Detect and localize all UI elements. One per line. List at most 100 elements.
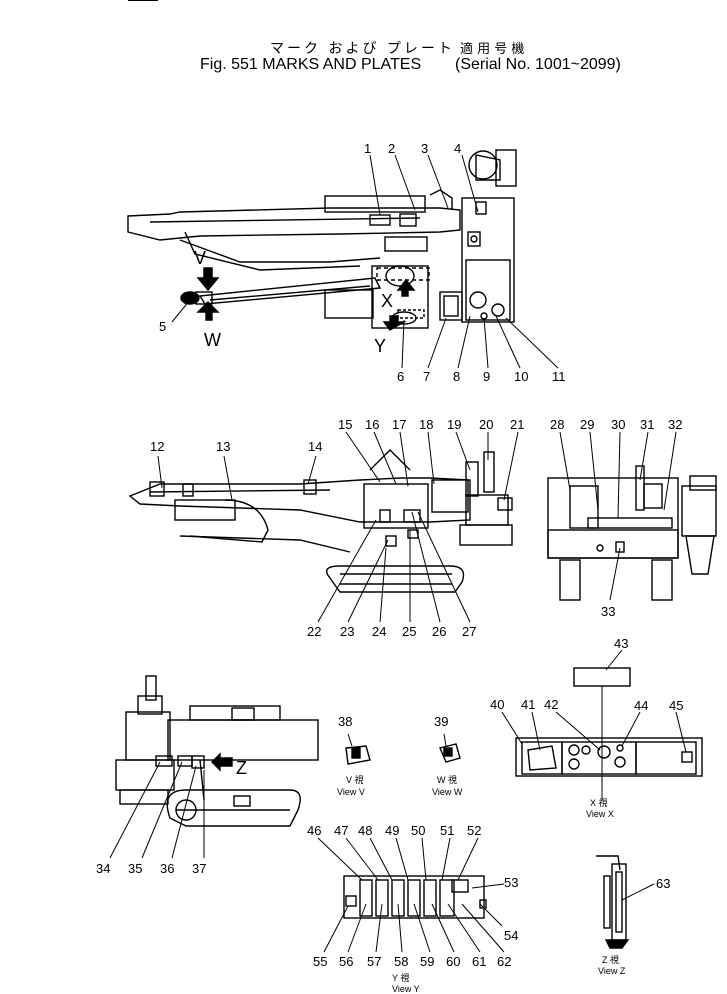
callout-33: 33 bbox=[601, 604, 615, 619]
figure-title: Fig. 551 MARKS AND PLATES bbox=[200, 56, 422, 73]
callout-51: 51 bbox=[440, 823, 454, 838]
callout-34: 34 bbox=[96, 861, 110, 876]
callout-22: 22 bbox=[307, 624, 321, 639]
callout-35: 35 bbox=[128, 861, 142, 876]
callout-50: 50 bbox=[411, 823, 425, 838]
callout-16: 16 bbox=[365, 417, 379, 432]
callout-7: 7 bbox=[423, 369, 430, 384]
callout-26: 26 bbox=[432, 624, 446, 639]
callout-5: 5 bbox=[159, 319, 166, 334]
callout-45: 45 bbox=[669, 698, 683, 713]
callout-44: 44 bbox=[634, 698, 648, 713]
callout-24: 24 bbox=[372, 624, 386, 639]
view-x-jp: X 視 bbox=[590, 797, 608, 808]
machine-front-view bbox=[115, 675, 319, 827]
view-letter-v: V bbox=[194, 248, 206, 268]
view-z-jp: Z 視 bbox=[602, 954, 619, 965]
callout-42: 42 bbox=[544, 697, 558, 712]
leader-lines-view-y bbox=[317, 837, 505, 953]
machine-side-view bbox=[128, 449, 513, 593]
callout-41: 41 bbox=[521, 697, 535, 712]
arrow-y-icon bbox=[382, 315, 407, 331]
view-z-caption: View Z bbox=[598, 966, 626, 976]
callout-57: 57 bbox=[367, 954, 381, 969]
title-japanese: マーク および プレート bbox=[270, 41, 455, 57]
callout-43: 43 bbox=[614, 636, 628, 651]
machine-top-view bbox=[127, 149, 517, 329]
callout-56: 56 bbox=[339, 954, 353, 969]
arrow-z-icon bbox=[211, 752, 233, 772]
view-letter-y: Y bbox=[374, 336, 386, 356]
callout-21: 21 bbox=[510, 417, 524, 432]
view-y-caption: View Y bbox=[392, 984, 420, 994]
leader-lines-top bbox=[171, 154, 559, 369]
callout-15: 15 bbox=[338, 417, 352, 432]
leader-lines-rear bbox=[559, 431, 677, 601]
arrow-x-icon bbox=[396, 278, 416, 297]
callout-55: 55 bbox=[313, 954, 327, 969]
callout-48: 48 bbox=[358, 823, 372, 838]
view-y-drawing bbox=[343, 875, 487, 919]
callout-19: 19 bbox=[447, 417, 461, 432]
view-v-caption: View V bbox=[337, 787, 365, 797]
callout-8: 8 bbox=[453, 369, 460, 384]
view-arrows-top bbox=[196, 267, 416, 331]
callout-47: 47 bbox=[334, 823, 348, 838]
callout-29: 29 bbox=[580, 417, 594, 432]
view-x-caption: View X bbox=[586, 809, 614, 819]
view-y-jp: Y 視 bbox=[392, 972, 409, 983]
callout-17: 17 bbox=[392, 417, 406, 432]
callout-25: 25 bbox=[402, 624, 416, 639]
serial-range: (Serial No. 1001~2099) bbox=[455, 56, 621, 73]
callout-1: 1 bbox=[364, 141, 371, 156]
callout-10: 10 bbox=[514, 369, 528, 384]
callout-59: 59 bbox=[420, 954, 434, 969]
view-letter-x: X bbox=[381, 291, 393, 311]
callout-61: 61 bbox=[472, 954, 486, 969]
callout-58: 58 bbox=[394, 954, 408, 969]
arrow-v-icon bbox=[196, 267, 220, 292]
leader-lines-front bbox=[109, 761, 205, 859]
callout-49: 49 bbox=[385, 823, 399, 838]
callout-18: 18 bbox=[419, 417, 433, 432]
callout-23: 23 bbox=[340, 624, 354, 639]
callout-numbers: 1 2 3 4 5 6 7 8 9 10 11 12 13 14 15 16 1… bbox=[96, 141, 683, 994]
callout-3: 3 bbox=[421, 141, 428, 156]
view-w-caption: View W bbox=[432, 787, 463, 797]
callout-14: 14 bbox=[308, 439, 322, 454]
machine-rear-view bbox=[547, 465, 717, 601]
callout-46: 46 bbox=[307, 823, 321, 838]
arrow-w-icon bbox=[196, 301, 220, 321]
callout-53: 53 bbox=[504, 875, 518, 890]
callout-54: 54 bbox=[504, 928, 518, 943]
callout-36: 36 bbox=[160, 861, 174, 876]
view-w-drawing bbox=[439, 733, 461, 763]
view-x-drawing bbox=[515, 667, 703, 800]
callout-12: 12 bbox=[150, 439, 164, 454]
view-v-drawing bbox=[345, 733, 371, 765]
callout-13: 13 bbox=[216, 439, 230, 454]
callout-63: 63 bbox=[656, 876, 670, 891]
view-letter-z: Z bbox=[236, 758, 247, 778]
callout-52: 52 bbox=[467, 823, 481, 838]
callout-2: 2 bbox=[388, 141, 395, 156]
view-v-jp: V 視 bbox=[346, 774, 364, 785]
callout-32: 32 bbox=[668, 417, 682, 432]
leader-lines-view-x bbox=[501, 649, 687, 753]
callout-6: 6 bbox=[397, 369, 404, 384]
top-rule bbox=[128, 0, 158, 1]
callout-40: 40 bbox=[490, 697, 504, 712]
callout-27: 27 bbox=[462, 624, 476, 639]
callout-9: 9 bbox=[483, 369, 490, 384]
callout-4: 4 bbox=[454, 141, 461, 156]
callout-37: 37 bbox=[192, 861, 206, 876]
view-z-drawing bbox=[596, 855, 655, 949]
callout-20: 20 bbox=[479, 417, 493, 432]
callout-39: 39 bbox=[434, 714, 448, 729]
callout-30: 30 bbox=[611, 417, 625, 432]
callout-62: 62 bbox=[497, 954, 511, 969]
callout-38: 38 bbox=[338, 714, 352, 729]
callout-31: 31 bbox=[640, 417, 654, 432]
view-w-jp: W 視 bbox=[437, 774, 457, 785]
